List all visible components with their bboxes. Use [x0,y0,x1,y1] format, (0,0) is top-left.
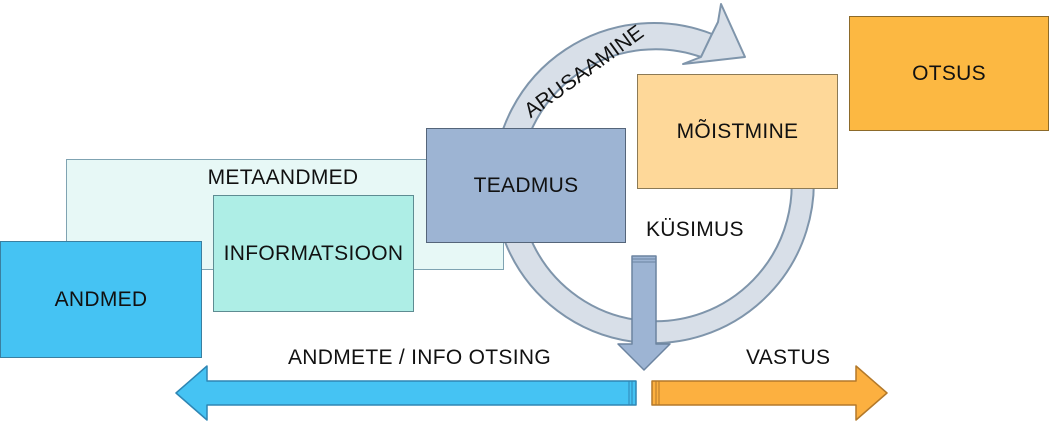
information-box: INFORMATSIOON [213,195,414,312]
search-label: ANDMETE / INFO OTSING [288,346,551,369]
knowledge-box: TEADMUS [426,128,626,243]
understanding-label: MÕISTMINE [676,119,799,143]
answer-label: VASTUS [746,346,831,369]
decision-label: OTSUS [912,61,986,85]
search-arrow [175,365,637,421]
information-label: INFORMATSIOON [223,241,404,265]
decision-box: OTSUS [849,16,1049,131]
metadata-label: METAANDMED [207,166,359,189]
knowledge-label: TEADMUS [473,173,579,197]
understanding-box: MÕISTMINE [637,74,838,189]
data-box: ANDMED [0,241,202,358]
answer-arrow [651,365,888,421]
data-label: ANDMED [54,287,148,311]
question-down-arrow [617,255,671,371]
question-label: KÜSIMUS [646,218,744,241]
